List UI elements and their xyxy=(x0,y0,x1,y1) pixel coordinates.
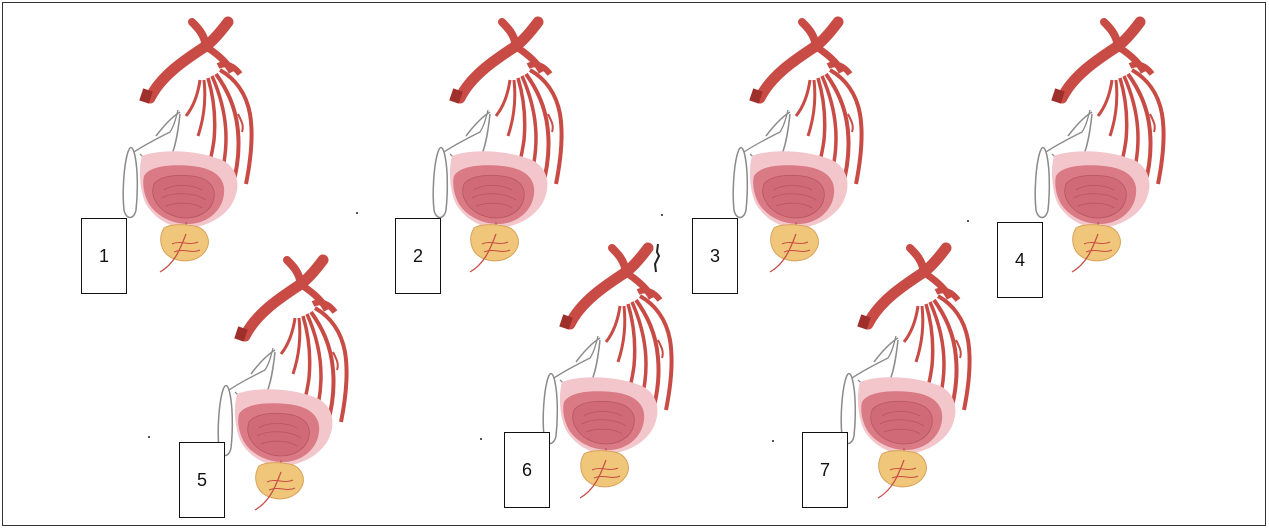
panel-5 xyxy=(195,252,435,522)
stray-mark xyxy=(480,438,482,440)
prostate-artery-icon xyxy=(520,240,760,510)
stray-mark xyxy=(148,436,150,438)
stray-mark xyxy=(967,220,969,222)
stray-mark xyxy=(661,214,663,216)
prostate-artery-icon xyxy=(195,252,435,522)
panel-6 xyxy=(520,240,760,510)
stray-mark xyxy=(772,440,774,442)
panel-label-6: 6 xyxy=(504,432,550,508)
pen-scribble xyxy=(651,242,663,274)
panel-label-5: 5 xyxy=(179,442,225,518)
panel-1 xyxy=(100,14,340,284)
panel-label-1: 1 xyxy=(81,218,127,294)
stray-mark xyxy=(356,212,358,214)
prostate-artery-icon xyxy=(818,240,1058,510)
panel-7 xyxy=(818,240,1058,510)
panel-label-7: 7 xyxy=(802,432,848,508)
prostate-artery-icon xyxy=(100,14,340,284)
